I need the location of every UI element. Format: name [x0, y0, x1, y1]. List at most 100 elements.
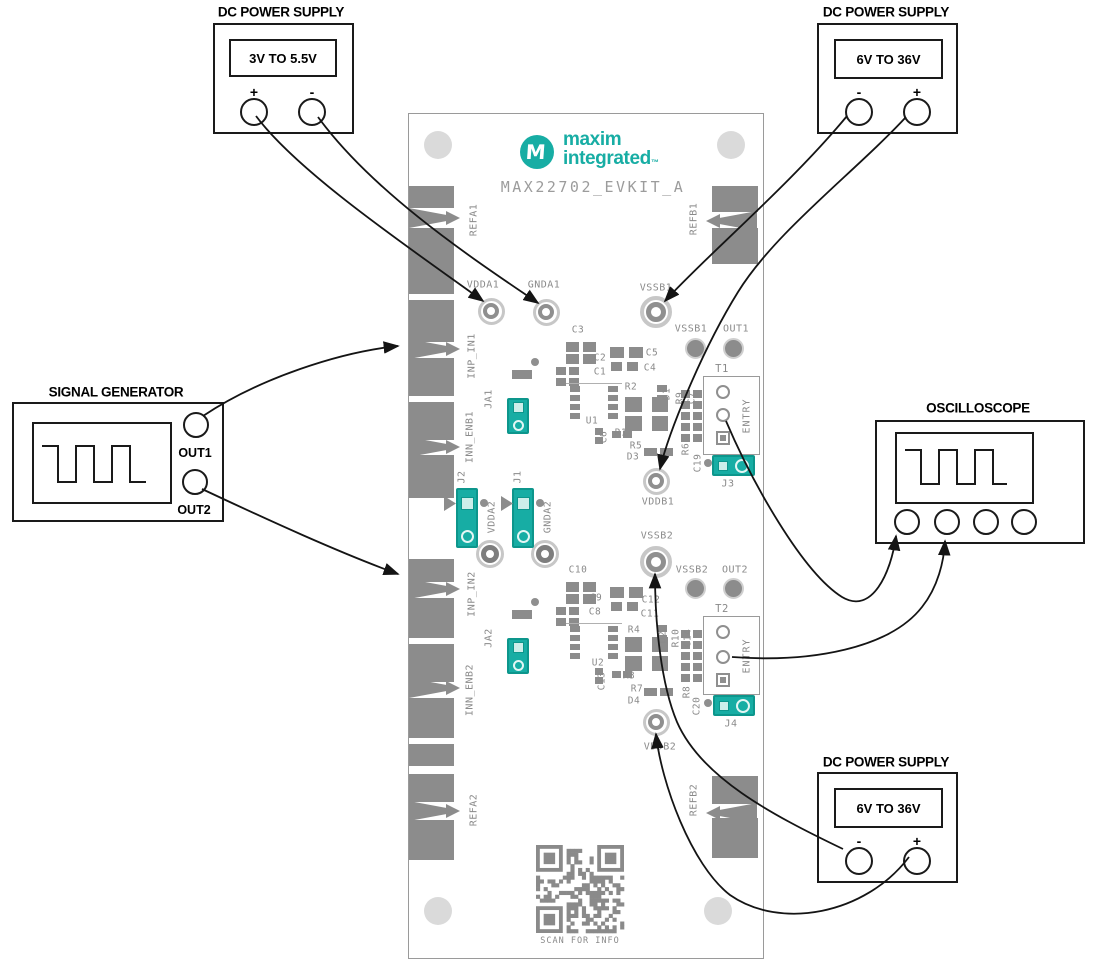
silk-rect [512, 370, 532, 379]
edge-label-inp_in1: INP_IN1 [466, 333, 478, 379]
component-pad [681, 674, 690, 682]
mounting-hole [717, 131, 745, 159]
silk-dot [536, 499, 544, 507]
edge-label-refb2: REFB2 [688, 783, 700, 817]
ps3-title: DC POWER SUPPLY [822, 754, 950, 770]
jumper-pad-square [512, 401, 524, 413]
brand-tm: ™ [651, 158, 659, 167]
component-pad [569, 618, 579, 626]
component-pad [652, 416, 668, 431]
component-pad [610, 587, 624, 598]
edge-pad [409, 358, 454, 396]
signal-generator-title: SIGNAL GENERATOR [48, 384, 184, 400]
component-pad [652, 656, 668, 671]
jumper-pad-circle [736, 698, 750, 713]
component-pad [569, 367, 579, 375]
via-out2 [723, 578, 744, 599]
test-point-ring [483, 303, 499, 319]
test-point-ring [646, 302, 666, 322]
ps1-plus-label: + [249, 84, 259, 100]
square-wave-icon [905, 449, 1007, 485]
edge-pad [409, 186, 454, 208]
test-point-label-vssb2: VSSB2 [640, 530, 674, 542]
wire-sg-out1-to-inp-in1 [202, 341, 400, 417]
component-pad [693, 641, 702, 649]
component-pad [570, 653, 580, 659]
connector-label-t2: T2 [715, 603, 729, 615]
component-pad [583, 354, 596, 364]
component-label-u2: U2 [591, 657, 605, 669]
component-pad [570, 386, 580, 392]
component-pad [627, 602, 638, 611]
ps3-plus-label: + [912, 833, 922, 849]
component-pad [610, 347, 624, 358]
edge-pad [409, 744, 454, 766]
ps3-minus-terminal [845, 847, 873, 875]
oscilloscope-screen [895, 432, 1034, 504]
component-label-r1: R1 [614, 427, 628, 439]
component-pad [570, 635, 580, 641]
component-label-r6: R6 [680, 442, 692, 456]
board-name: MAX22702_EVKIT_A [500, 178, 686, 196]
connector-pin-square [716, 431, 730, 445]
jumper-label-j2: J2 [456, 470, 468, 484]
connector-entry-label: ENTRY [741, 398, 753, 434]
edge-label-inn_enb1: INN_ENB1 [464, 410, 476, 464]
test-point-label-vddb2: VDDB2 [643, 741, 677, 753]
component-pad [595, 668, 603, 675]
test-point-ring [481, 545, 499, 563]
component-pad [625, 656, 642, 671]
component-label-c19: C19 [692, 453, 704, 473]
component-label-c1: C1 [593, 366, 607, 378]
square-wave-icon [42, 445, 146, 483]
oscilloscope-ch1-connector [894, 509, 920, 535]
edge-label-refa2: REFA2 [468, 793, 480, 827]
edge-pad [409, 598, 454, 638]
component-pad [693, 663, 702, 671]
ps2-plus-label: + [912, 84, 922, 100]
via-label-out2: OUT2 [721, 564, 749, 576]
connector-pin-square-inner [720, 677, 726, 683]
edge-pad [409, 228, 454, 294]
edge-label-ja2: JA2 [483, 628, 495, 648]
via-vssb1 [685, 338, 706, 359]
ps1-plus-terminal [240, 98, 268, 126]
test-point-vddb1 [642, 467, 670, 495]
component-pad [681, 663, 690, 671]
test-point-ring [646, 552, 666, 572]
signal-generator-out2-connector [182, 469, 208, 495]
component-label-c20: C20 [691, 696, 703, 716]
test-point-ring [648, 714, 664, 730]
component-label-c13: C13 [596, 671, 608, 691]
edge-pad [409, 455, 454, 498]
silk-dot [531, 598, 539, 606]
ps3-plus-terminal [903, 847, 931, 875]
via-out1 [723, 338, 744, 359]
component-pad [595, 428, 603, 435]
component-label-c8: C8 [588, 606, 602, 618]
ps2-minus-label: - [856, 84, 862, 100]
mounting-hole [704, 897, 732, 925]
component-label-c7: C7 [686, 391, 698, 405]
component-pad [644, 448, 657, 456]
wire-sg-out2-to-inp-in2 [201, 488, 400, 576]
edge-pad [409, 820, 454, 860]
edge-label-inp_in2: INP_IN2 [466, 571, 478, 617]
component-pad [693, 674, 702, 682]
component-pad [681, 423, 690, 431]
component-pad [681, 412, 690, 420]
component-pad [583, 342, 596, 352]
edge-pad [712, 776, 758, 804]
component-pad [556, 618, 566, 626]
component-pad [693, 652, 702, 660]
test-point-ring [648, 473, 664, 489]
connector-pin [716, 408, 730, 422]
ps1-minus-terminal [298, 98, 326, 126]
oscilloscope-ch2-connector [934, 509, 960, 535]
silk-dot [704, 699, 712, 707]
ps3-box: 6V TO 36V - + [817, 772, 958, 883]
component-label-d2: D2 [657, 630, 669, 644]
component-pad [693, 423, 702, 431]
jumper-pad-circle [512, 659, 524, 671]
component-pad [623, 431, 632, 438]
